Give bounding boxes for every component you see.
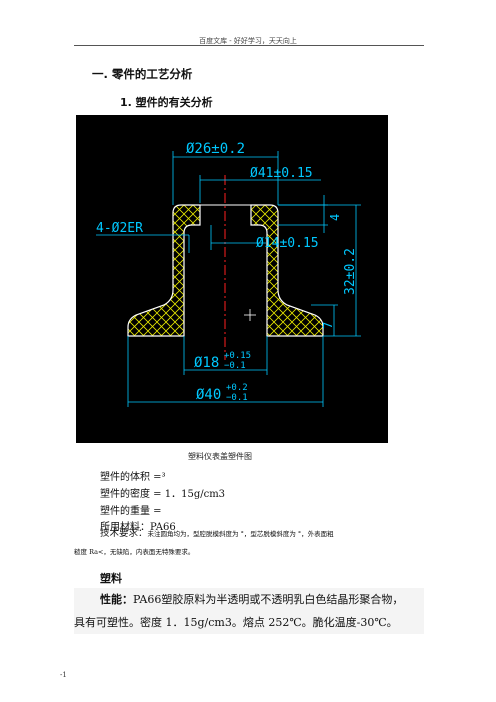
dim-d18-tol-dn: −0.1 <box>224 361 246 371</box>
dim-d18-tol-up: +0.15 <box>224 351 251 361</box>
density-line: 塑件的密度 = 1．15g/cm3 <box>100 489 226 500</box>
performance-label: 性能： <box>100 593 133 606</box>
part-drawing: Ø26±0.2 Ø41±0.15 4 4-Ø2ER Ø14±0.15 32±0.… <box>76 115 388 443</box>
plastic-title: 塑料 <box>100 572 122 585</box>
dim-d40-tol-dn: −0.1 <box>226 393 248 403</box>
dim-d40-tol-up: +0.2 <box>226 383 248 393</box>
tech-line-2: 糙度 Ra<，无缺陷，内表面无特殊要求。 <box>74 548 195 556</box>
dim-d18: Ø18 <box>194 355 219 371</box>
dim-4: 4 <box>328 214 342 221</box>
section-title: 一. 零件的工艺分析 <box>92 67 193 81</box>
volume-line: 塑件的体积 =³ <box>100 472 166 483</box>
tech-label: 技术要求： <box>100 528 148 539</box>
dim-7: 7 <box>321 322 335 329</box>
dim-d14: Ø14±0.15 <box>256 236 319 251</box>
dim-d26: Ø26±0.2 <box>186 141 245 157</box>
subsection-title: 1. 塑件的有关分析 <box>120 96 213 109</box>
material-line: 所用材料：PA66 <box>100 522 176 533</box>
tech-requirements: 技术要求：未注圆角均为，型腔脱模斜度为 °，型芯脱模斜度为 °，外表面粗 <box>100 526 420 542</box>
section-right <box>250 204 324 337</box>
dim-d40: Ø40 <box>196 387 221 403</box>
dim-d41: Ø41±0.15 <box>250 166 313 181</box>
page-header: 百度文库 - 好好学习，天天向上 <box>199 37 297 45</box>
figure-caption: 塑料仪表盖塑件图 <box>188 452 252 461</box>
tech-line-1: 未注圆角均为，型腔脱模斜度为 °，型芯脱模斜度为 °，外表面粗 <box>147 530 334 538</box>
performance-paragraph: 性能：PA66塑胶原料为半透明或不透明乳白色结晶形聚合物， 具有可塑性。密度 1… <box>74 588 424 634</box>
dim-32: 32±0.2 <box>343 248 358 295</box>
performance-text-2: 具有可塑性。密度 1．15g/cm3。熔点 252℃。脆化温度-30℃。 <box>74 616 398 629</box>
weight-line: 塑件的重量 = <box>100 506 162 517</box>
performance-text-1: PA66塑胶原料为半透明或不透明乳白色结晶形聚合物， <box>133 593 404 606</box>
header-divider <box>74 45 424 46</box>
dim-holes: 4-Ø2ER <box>96 221 143 236</box>
cad-drawing-svg: Ø26±0.2 Ø41±0.15 4 4-Ø2ER Ø14±0.15 32±0.… <box>96 141 361 407</box>
section-left <box>127 204 201 337</box>
page-number: -1 <box>60 671 67 679</box>
